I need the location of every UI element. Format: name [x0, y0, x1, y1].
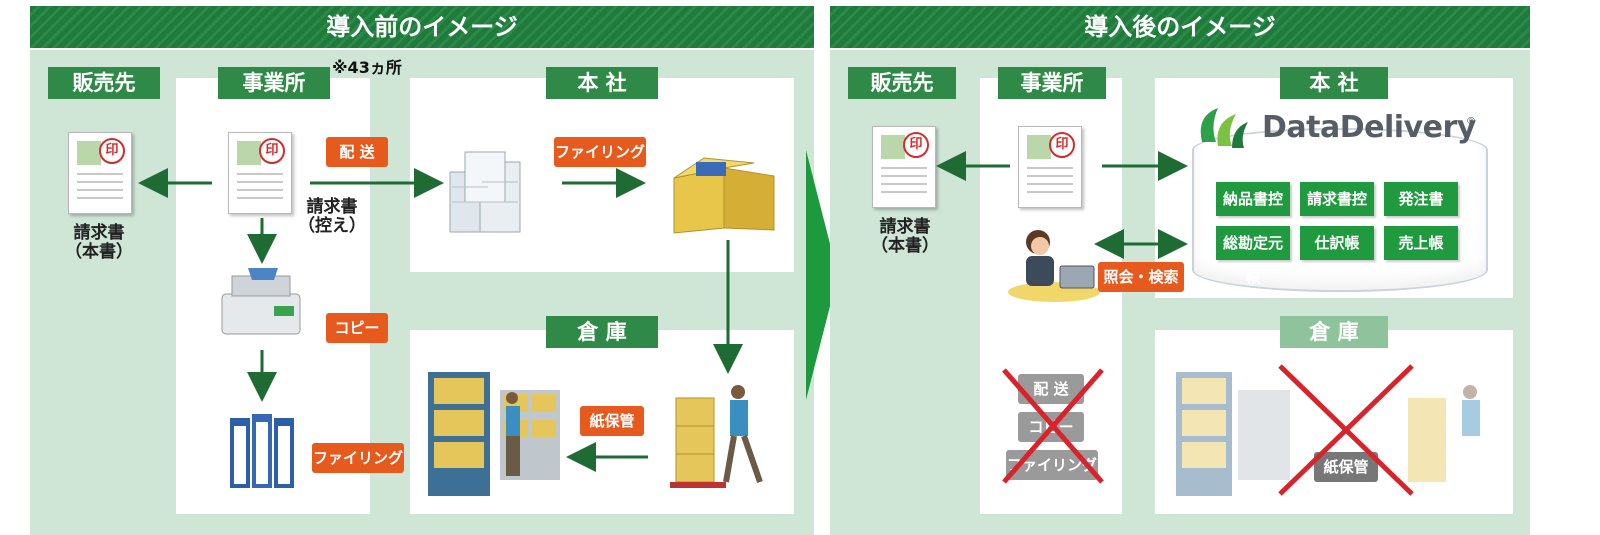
label-paper-storage: 紙保管	[580, 406, 644, 436]
tag-warehouse-after: 倉 庫	[1280, 316, 1388, 348]
cross-mark-large-icon	[1278, 364, 1414, 496]
binder-icon	[230, 414, 294, 488]
crossed-paper-storage: 紙保管	[1314, 452, 1378, 482]
seal-icon: 印	[259, 138, 285, 164]
after-header: 導入後のイメージ	[830, 6, 1530, 48]
crossed-filing: ファイリング	[1006, 450, 1098, 480]
label-filing-office: ファイリング	[312, 443, 404, 473]
warehouse-shelf-icon	[428, 372, 560, 496]
hand-truck-worker-icon	[670, 385, 763, 488]
flow-arrows-before	[138, 168, 743, 472]
copier-icon	[221, 268, 301, 335]
invoice-original-doc-after: 印	[872, 126, 936, 208]
db-item-sales-ledger: 売上帳	[1384, 226, 1458, 260]
label-delivery: 配 送	[326, 137, 388, 167]
invoice-original-caption-after: 請求書（本書）	[871, 217, 939, 256]
cardboard-box-icon	[673, 157, 775, 234]
operator-at-pc-icon	[1008, 230, 1100, 302]
db-item-delivery-note: 納品書控	[1216, 182, 1290, 216]
tag-office-after: 事業所	[998, 67, 1106, 99]
tag-customer: 販売先	[48, 67, 160, 99]
invoice-copy-doc-after: 印	[1018, 126, 1082, 208]
tag-hq: 本 社	[546, 67, 658, 99]
invoice-original-caption: 請求書（本書）	[65, 223, 133, 262]
datadelivery-logo-text: DataDelivery	[1262, 110, 1476, 145]
cross-mark-icon	[1002, 368, 1104, 484]
label-query-search: 照会・検索	[1098, 262, 1184, 292]
invoice-copy-doc: 印	[228, 132, 292, 214]
flow-arrows-after	[936, 151, 1188, 259]
before-header: 導入前のイメージ	[30, 6, 814, 48]
db-item-journal: 仕訳帳	[1300, 226, 1374, 260]
seal-icon: 印	[1049, 132, 1075, 158]
invoice-original-doc: 印	[68, 132, 132, 214]
label-copy: コピー	[326, 313, 388, 343]
tag-warehouse: 倉 庫	[546, 316, 658, 348]
datadelivery-logo-icon	[1200, 108, 1248, 148]
tag-customer-after: 販売先	[848, 67, 956, 99]
invoice-copy-caption: 請求書（控え）	[298, 197, 366, 236]
warehouse-box-after	[1155, 330, 1513, 514]
warehouse-shelf-icon-faded	[1176, 372, 1290, 496]
label-filing-hq: ファイリング	[554, 137, 646, 167]
before-after-chevron	[806, 150, 838, 400]
db-item-general-ledger: 総勘定元帳	[1216, 226, 1290, 286]
paper-stack-icon	[449, 151, 521, 233]
office-count-note: ※43ヵ所	[332, 58, 402, 77]
seal-icon: 印	[99, 138, 125, 164]
seal-icon: 印	[903, 132, 929, 158]
hand-truck-worker-icon-faded	[1408, 385, 1480, 482]
datadelivery-logo-mark: ®	[1466, 116, 1476, 127]
tag-hq-after: 本 社	[1280, 67, 1388, 99]
tag-office: 事業所	[218, 67, 330, 99]
db-item-purchase-order: 発注書	[1384, 182, 1458, 216]
db-item-invoice-copy: 請求書控	[1300, 182, 1374, 216]
